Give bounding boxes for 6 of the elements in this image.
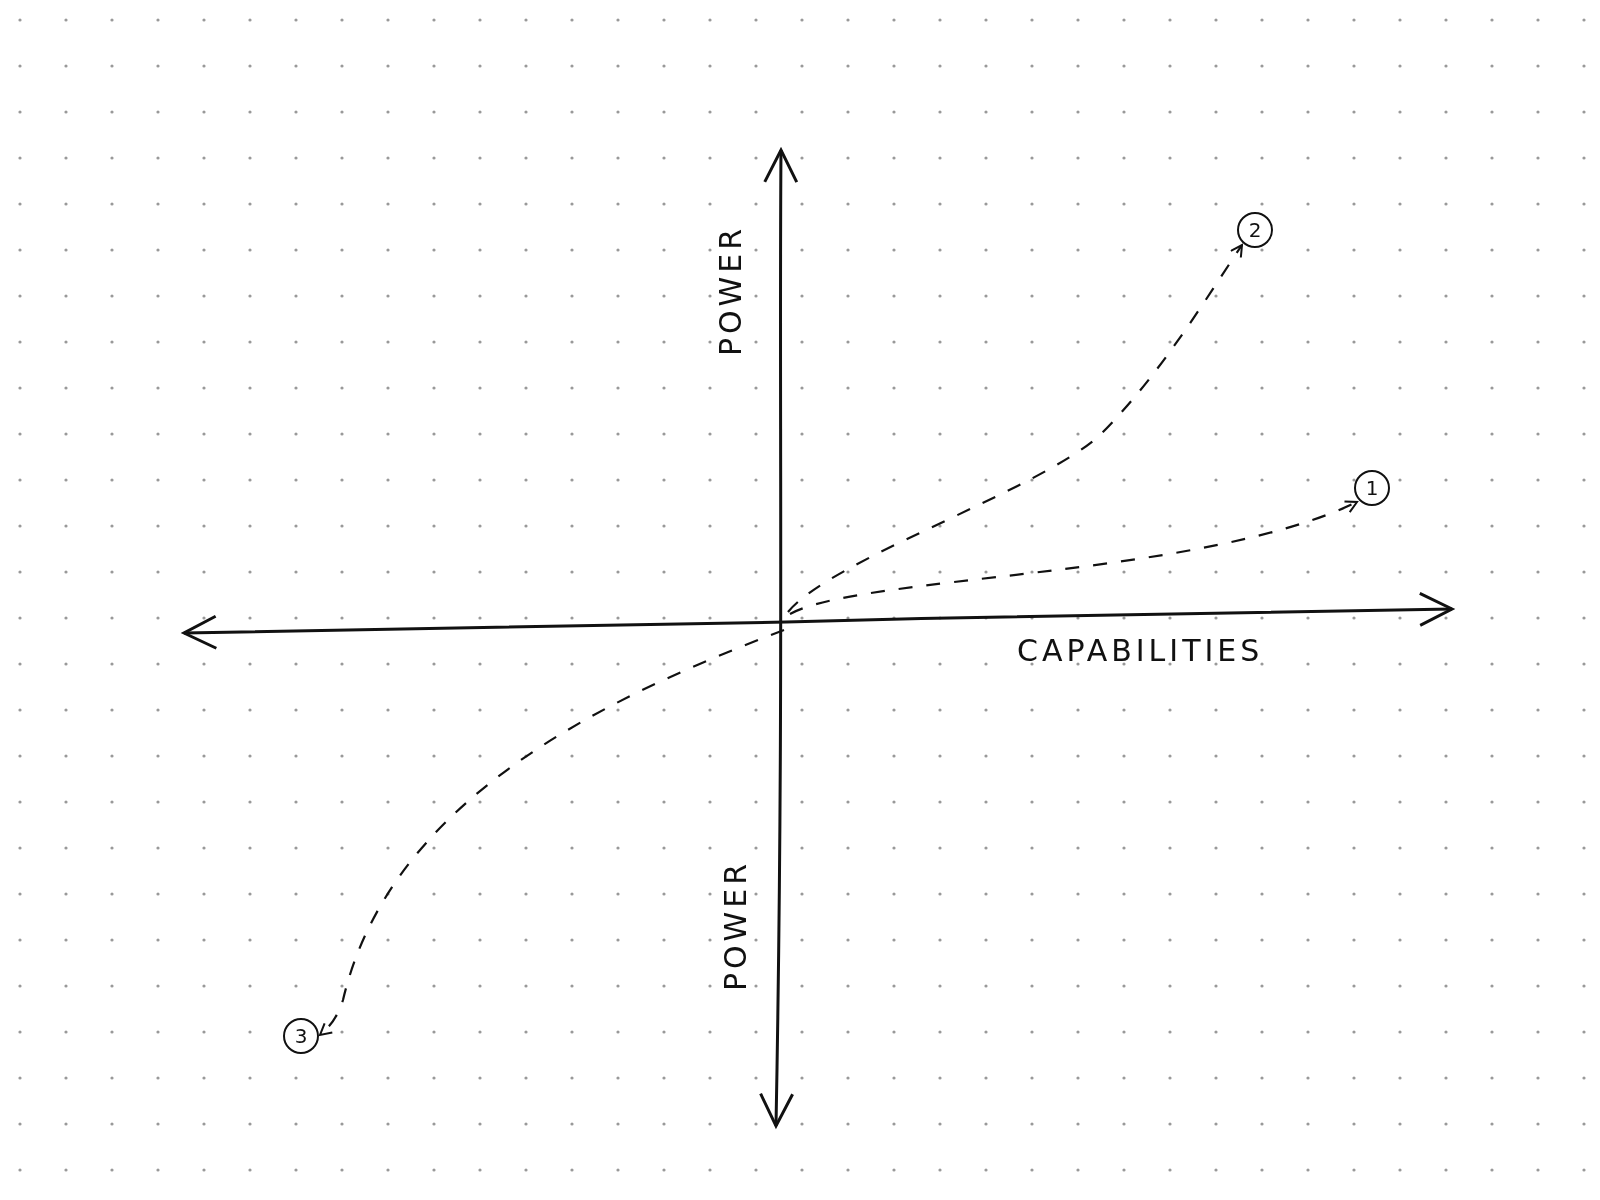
dashed-arrow xyxy=(787,244,1243,613)
dashed-arrow xyxy=(319,628,785,1036)
dashed-arrow xyxy=(789,499,1358,616)
axis-label: POWER xyxy=(717,859,753,991)
axis-label: POWER xyxy=(712,224,748,356)
axis-label: CAPABILITIES xyxy=(1017,632,1264,668)
